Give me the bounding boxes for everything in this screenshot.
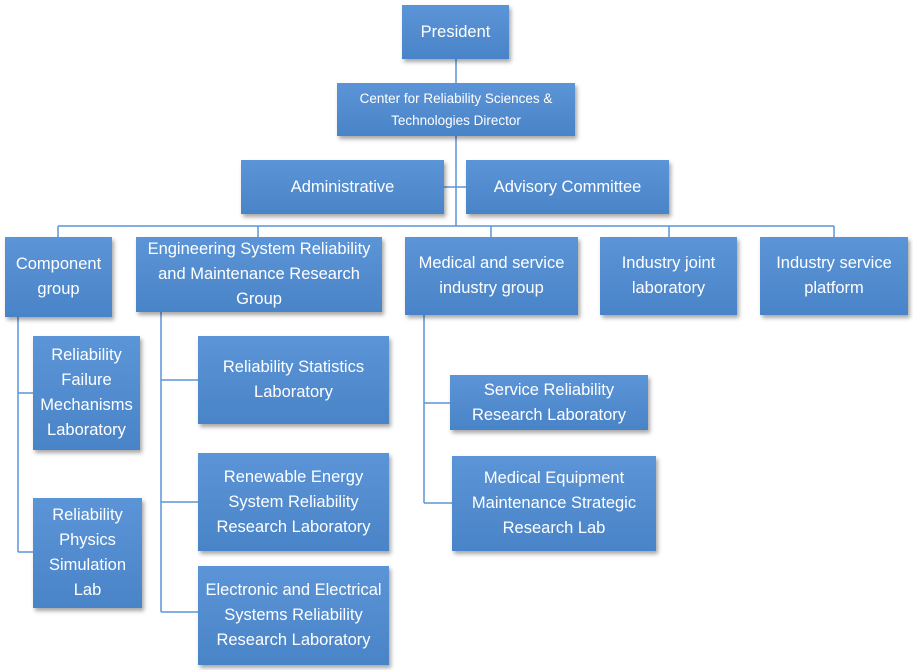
- electronic-systems-lab-label: Electronic and Electrical Systems Reliab…: [205, 581, 382, 649]
- administrative-label: Administrative: [290, 177, 395, 196]
- medical-group-box: Medical and service industry group: [405, 237, 578, 315]
- medical-equipment-lab-label: Medical Equipment Maintenance Strategic …: [471, 469, 637, 537]
- administrative-box: Administrative: [241, 160, 444, 214]
- failure-mechanisms-lab-label: Reliability Failure Mechanisms Laborator…: [40, 346, 133, 439]
- service-reliability-lab-box: Service Reliability Research Laboratory: [450, 375, 648, 430]
- director-box: Center for Reliability Sciences & Techno…: [337, 83, 575, 136]
- medical-equipment-lab-box: Medical Equipment Maintenance Strategic …: [452, 456, 656, 551]
- engineering-group-label: Engineering System Reliability and Maint…: [147, 240, 371, 308]
- industry-joint-lab-box: Industry joint laboratory: [600, 237, 737, 315]
- failure-mechanisms-lab-box: Reliability Failure Mechanisms Laborator…: [33, 336, 140, 450]
- electronic-systems-lab-box: Electronic and Electrical Systems Reliab…: [198, 566, 389, 665]
- statistics-lab-label: Reliability Statistics Laboratory: [222, 358, 365, 401]
- engineering-group-box: Engineering System Reliability and Maint…: [136, 237, 382, 312]
- industry-joint-lab-label: Industry joint laboratory: [621, 254, 716, 297]
- president-label: President: [420, 22, 491, 41]
- component-group-box: Component group: [5, 237, 112, 317]
- medical-group-label: Medical and service industry group: [418, 254, 565, 297]
- component-group-label: Component group: [15, 255, 102, 298]
- director-label: Center for Reliability Sciences & Techno…: [359, 90, 553, 128]
- industry-service-platform-box: Industry service platform: [760, 237, 908, 315]
- physics-simulation-lab-label: Reliability Physics Simulation Lab: [48, 506, 127, 599]
- advisory-committee-label: Advisory Committee: [493, 177, 642, 196]
- industry-service-platform-label: Industry service platform: [776, 254, 892, 297]
- renewable-energy-lab-label: Renewable Energy System Reliability Rese…: [216, 467, 371, 536]
- renewable-energy-lab-box: Renewable Energy System Reliability Rese…: [198, 453, 389, 551]
- physics-simulation-lab-box: Reliability Physics Simulation Lab: [33, 498, 142, 608]
- president-box: President: [402, 5, 509, 59]
- advisory-committee-box: Advisory Committee: [466, 160, 669, 214]
- service-reliability-lab-label: Service Reliability Research Laboratory: [471, 380, 627, 424]
- statistics-lab-box: Reliability Statistics Laboratory: [198, 336, 389, 424]
